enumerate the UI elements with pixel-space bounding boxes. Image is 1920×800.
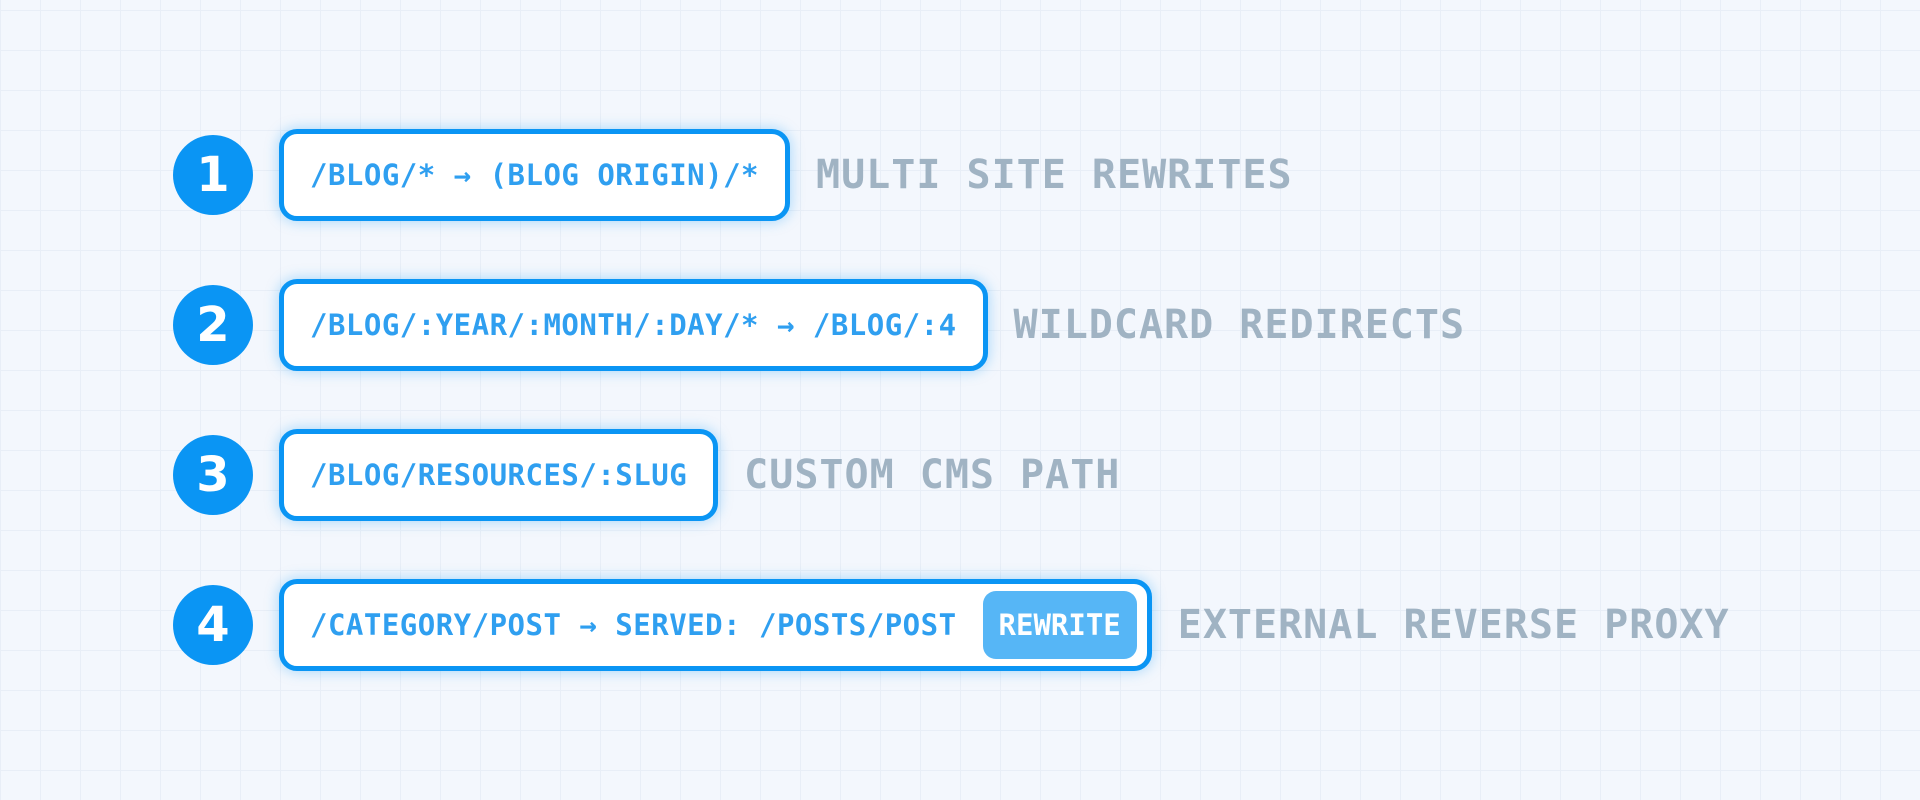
rule-pattern-box: /CATEGORY/POST → SERVED: /POSTS/POST REW… [279, 579, 1152, 671]
rule-row-2: 2 /BLOG/:YEAR/:MONTH/:DAY/* → /BLOG/:4 W… [173, 275, 1465, 375]
rule-pattern-box: /BLOG/:YEAR/:MONTH/:DAY/* → /BLOG/:4 [279, 279, 988, 371]
rule-pattern-box: /BLOG/* → (BLOG ORIGIN)/* [279, 129, 790, 221]
rule-pattern-text: /BLOG/* → (BLOG ORIGIN)/* [310, 158, 759, 192]
step-number-badge: 1 [173, 135, 253, 215]
rule-pattern-box: /BLOG/RESOURCES/:SLUG [279, 429, 719, 521]
rule-pattern-text: /BLOG/RESOURCES/:SLUG [310, 458, 688, 492]
rule-row-3: 3 /BLOG/RESOURCES/:SLUG CUSTOM CMS PATH [173, 425, 1120, 525]
rule-pattern-text: /CATEGORY/POST → SERVED: /POSTS/POST [310, 608, 957, 642]
step-number-badge: 3 [173, 435, 253, 515]
rewrite-badge: REWRITE [982, 591, 1137, 659]
step-number-badge: 4 [173, 585, 253, 665]
rule-description: MULTI SITE REWRITES [816, 152, 1293, 198]
rule-row-4: 4 /CATEGORY/POST → SERVED: /POSTS/POST R… [173, 575, 1730, 675]
rule-description: WILDCARD REDIRECTS [1013, 302, 1466, 348]
rule-row-1: 1 /BLOG/* → (BLOG ORIGIN)/* MULTI SITE R… [173, 125, 1293, 225]
rule-pattern-text: /BLOG/:YEAR/:MONTH/:DAY/* → /BLOG/:4 [310, 308, 957, 342]
rule-description: CUSTOM CMS PATH [744, 452, 1121, 498]
rule-description: EXTERNAL REVERSE PROXY [1177, 602, 1730, 648]
step-number-badge: 2 [173, 285, 253, 365]
